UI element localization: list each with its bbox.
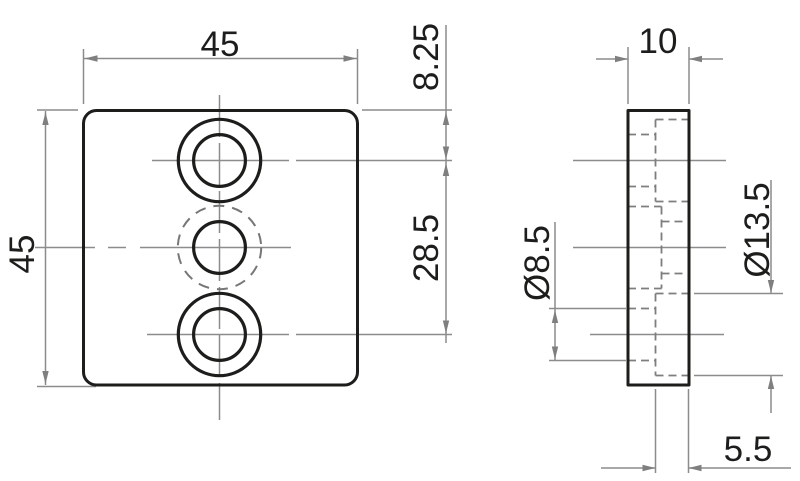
arrow-right	[642, 464, 656, 472]
hole-top	[176, 117, 263, 204]
hole-bottom	[176, 291, 263, 378]
arrow-right	[615, 55, 628, 63]
through-hole-circle	[192, 220, 248, 276]
through-hole-circle	[192, 133, 248, 189]
arrow-down	[551, 346, 559, 360]
arrow-down	[442, 320, 450, 334]
front-view: 45 45 8.25 28.5	[3, 23, 452, 420]
counterbore-circle	[176, 291, 263, 378]
plate-outline	[82, 109, 359, 387]
dim-label-counterbore-diameter: Ø13.5	[738, 182, 777, 277]
front-view-arrows	[42, 55, 450, 384]
dim-label-hole-offset-top: 8.25	[407, 23, 446, 91]
arrow-down	[442, 146, 450, 160]
hole-middle	[176, 204, 263, 291]
arrow-left	[688, 464, 702, 472]
hidden-lines-hole3	[628, 292, 689, 377]
dim-label-thickness: 10	[639, 22, 678, 61]
side-outline	[626, 109, 691, 387]
hidden-hole-lines	[628, 118, 689, 377]
dim-label-front-width: 45	[201, 25, 240, 64]
side-view-arrows	[551, 55, 775, 472]
arrow-up	[442, 112, 450, 125]
side-view: 10 Ø8.5 Ø13.5 5.5	[518, 22, 791, 473]
arrow-right	[343, 55, 357, 62]
hidden-lines-hole2	[628, 205, 689, 290]
arrow-up	[42, 112, 49, 125]
arrow-up	[767, 376, 775, 389]
hidden-counterbore-circle	[176, 204, 263, 291]
arrow-up	[442, 163, 450, 176]
counterbore-circle	[176, 117, 263, 204]
side-view-dimension-lines	[549, 47, 791, 473]
arrow-left	[84, 55, 98, 62]
arrow-down	[767, 280, 775, 293]
dim-label-front-height: 45	[3, 235, 42, 274]
arrow-down	[42, 371, 49, 384]
dim-label-hole-spacing: 28.5	[407, 214, 446, 282]
front-view-dimension-lines	[35, 25, 452, 420]
arrow-left	[689, 55, 702, 63]
dim-label-counterbore-depth: 5.5	[724, 430, 773, 469]
hidden-lines-hole1	[628, 118, 689, 203]
arrow-up	[551, 310, 559, 323]
dim-label-hole-diameter: Ø8.5	[518, 225, 557, 301]
through-hole-circle	[192, 307, 248, 363]
